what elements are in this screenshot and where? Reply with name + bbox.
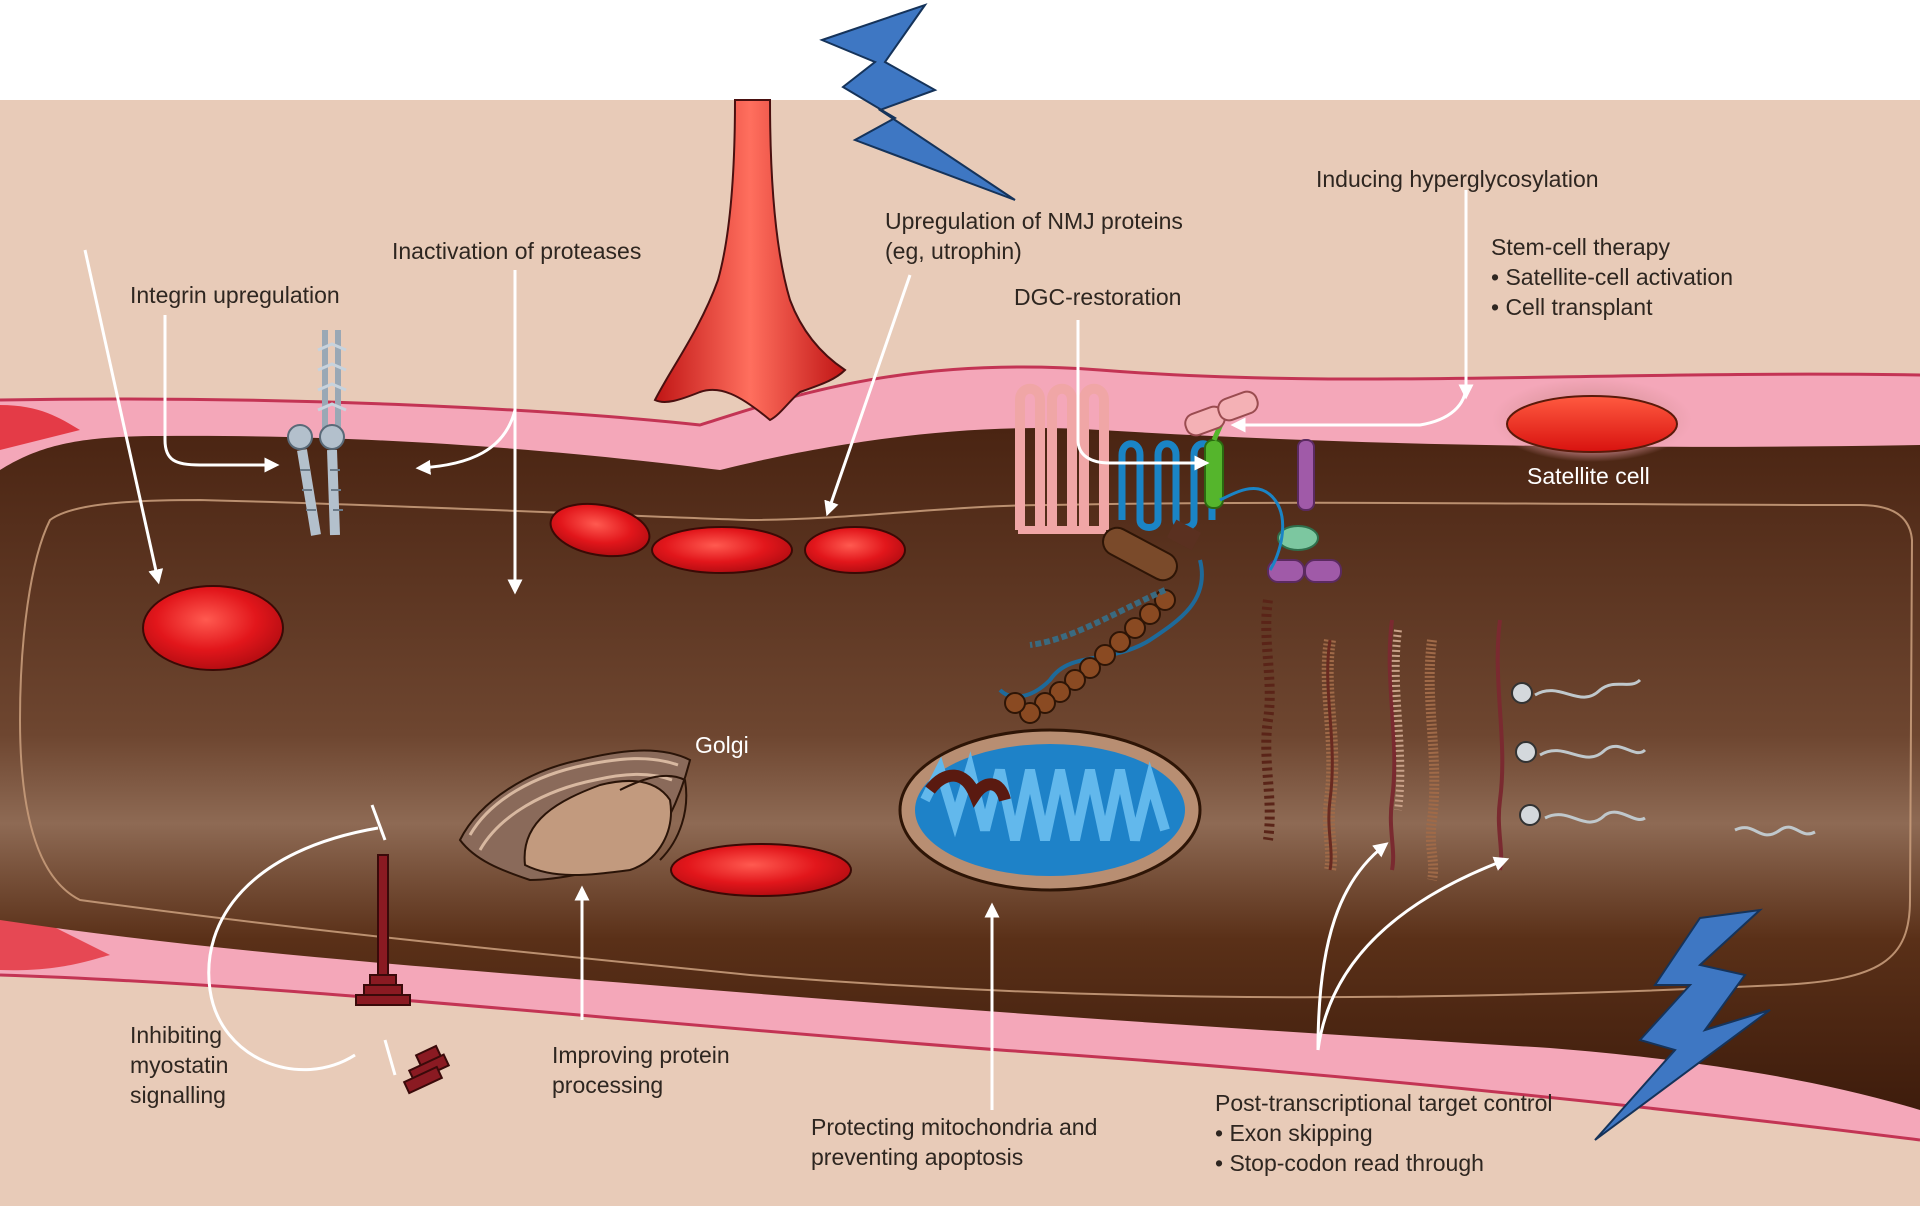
label-inhibiting-myostatin: Inhibiting myostatin signalling	[130, 1020, 228, 1110]
mitochondrion-icon	[900, 730, 1200, 890]
label-protein-line2: processing	[552, 1070, 730, 1100]
label-nmj-line2: (eg, utrophin)	[885, 236, 1183, 266]
label-mito-line1: Protecting mitochondria and	[811, 1112, 1097, 1142]
label-stem-cell-item1: • Satellite-cell activation	[1491, 262, 1733, 292]
label-post-item1: • Exon skipping	[1215, 1118, 1553, 1148]
label-myostatin-line3: signalling	[130, 1080, 228, 1110]
label-golgi: Golgi	[695, 730, 749, 760]
label-post-title: Post-transcriptional target control	[1215, 1088, 1553, 1118]
label-inactivation-proteases: Inactivation of proteases	[392, 236, 641, 266]
label-integrin-upregulation: Integrin upregulation	[130, 280, 340, 310]
label-satellite-cell: Satellite cell	[1527, 461, 1650, 491]
label-post-item2: • Stop-codon read through	[1215, 1148, 1553, 1178]
label-mito-line2: preventing apoptosis	[811, 1142, 1097, 1172]
label-dgc-restoration: DGC-restoration	[1014, 282, 1181, 312]
satellite-cell-icon	[1507, 396, 1677, 452]
label-nmj-line1: Upregulation of NMJ proteins	[885, 206, 1183, 236]
label-myostatin-line1: Inhibiting	[130, 1020, 228, 1050]
label-protein-line1: Improving protein	[552, 1040, 730, 1070]
label-hyperglycosylation: Inducing hyperglycosylation	[1316, 164, 1599, 194]
label-protecting-mitochondria: Protecting mitochondria and preventing a…	[811, 1112, 1097, 1172]
label-stem-cell-therapy: Stem-cell therapy • Satellite-cell activ…	[1491, 232, 1733, 322]
label-post-transcriptional: Post-transcriptional target control • Ex…	[1215, 1088, 1553, 1178]
label-improving-protein: Improving protein processing	[552, 1040, 730, 1100]
cropped-title	[0, 0, 1920, 40]
label-stem-cell-item2: • Cell transplant	[1491, 292, 1733, 322]
label-stem-cell-title: Stem-cell therapy	[1491, 232, 1733, 262]
label-myostatin-line2: myostatin	[130, 1050, 228, 1080]
label-nmj-upregulation: Upregulation of NMJ proteins (eg, utroph…	[885, 206, 1183, 266]
